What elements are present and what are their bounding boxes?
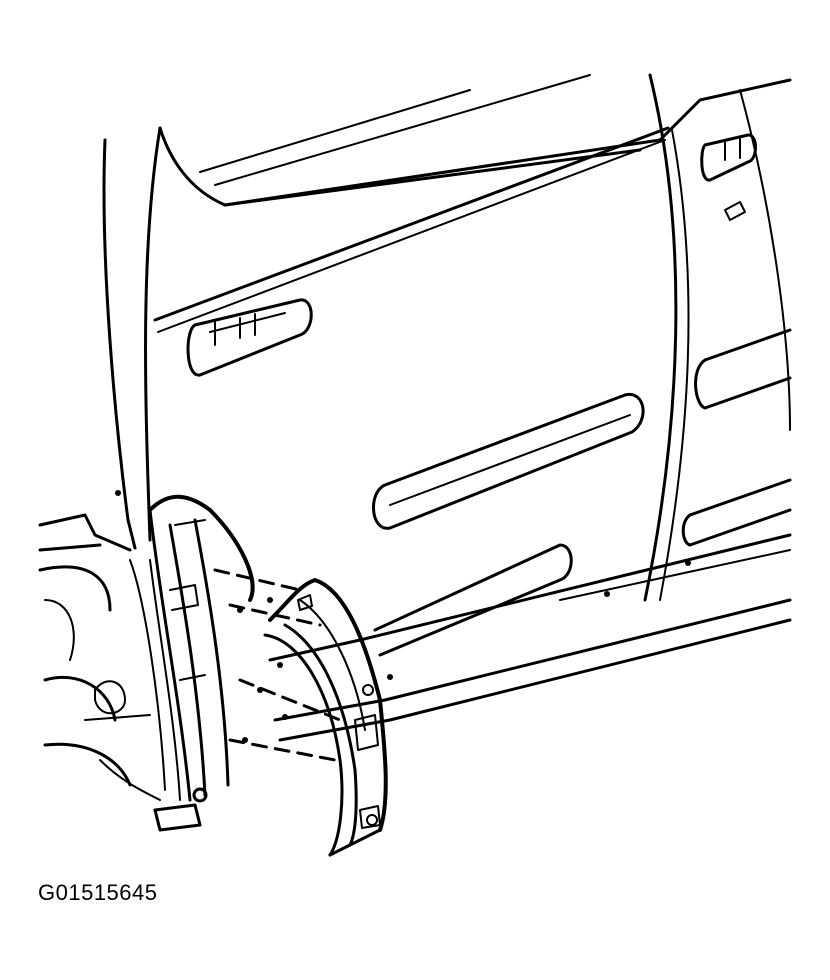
alignment-lines	[213, 568, 342, 762]
inner-wheelhouse-liner	[148, 494, 255, 832]
door-handles-and-trim	[186, 133, 792, 657]
vehicle-body-side	[102, 73, 792, 742]
wheelhouse-area	[38, 513, 181, 801]
figure-code: G01515645	[38, 880, 158, 905]
wheel-opening-flare	[263, 578, 388, 857]
